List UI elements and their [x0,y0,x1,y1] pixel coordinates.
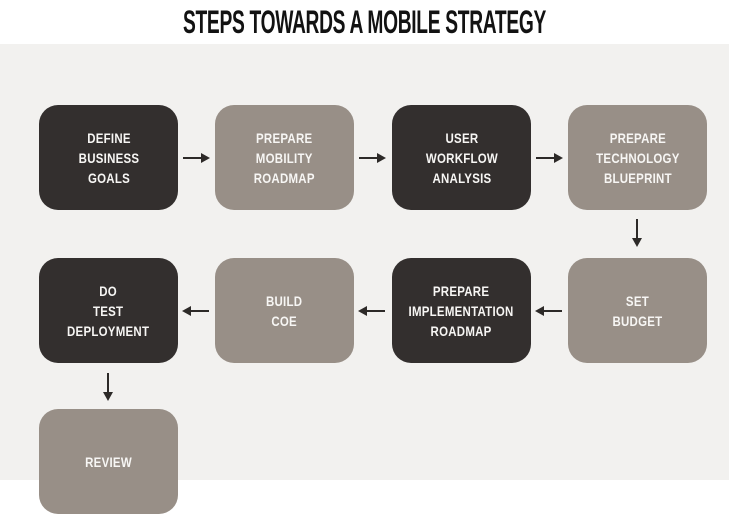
flow-box-set-budget: SET BUDGET [568,258,707,363]
arrow-left-icon [535,305,562,316]
arrow-down-icon [102,373,113,401]
arrow-right-icon [359,152,386,163]
flow-box-define-business-goals: DEFINE BUSINESS GOALS [39,105,178,210]
arrow-right-icon [536,152,563,163]
flow-box-label: DEFINE BUSINESS GOALS [78,129,139,186]
arrow-right-icon [183,152,210,163]
flow-box-user-workflow-analysis: USER WORKFLOW ANALYSIS [392,105,531,210]
flow-box-label: PREPARE TECHNOLOGY BLUEPRINT [595,129,680,186]
flow-box-label: PREPARE IMPLEMENTATION ROADMAP [408,282,515,339]
flow-box-prepare-mobility-roadmap: PREPARE MOBILITY ROADMAP [215,105,354,210]
flowchart-canvas: DEFINE BUSINESS GOALS PREPARE MOBILITY R… [0,44,729,514]
flow-box-prepare-implementation-roadmap: PREPARE IMPLEMENTATION ROADMAP [392,258,531,363]
arrow-left-icon [182,305,209,316]
flow-box-prepare-technology-blueprint: PREPARE TECHNOLOGY BLUEPRINT [568,105,707,210]
flow-box-label: USER WORKFLOW ANALYSIS [425,129,498,186]
arrow-left-icon [358,305,385,316]
flow-box-label: REVIEW [85,453,132,470]
arrow-down-icon [631,219,642,247]
flow-box-label: BUILD COE [266,292,303,329]
flow-box-review: REVIEW [39,409,178,514]
diagram-title-bar: STEPS TOWARDS A MOBILE STRATEGY [0,0,729,44]
flow-box-do-test-deployment: DO TEST DEPLOYMENT [39,258,178,363]
flow-box-label: DO TEST DEPLOYMENT [67,282,150,339]
flow-box-build-coe: BUILD COE [215,258,354,363]
flow-box-label: PREPARE MOBILITY ROADMAP [253,129,316,186]
flow-box-label: SET BUDGET [612,292,663,329]
diagram-title: STEPS TOWARDS A MOBILE STRATEGY [182,3,546,40]
